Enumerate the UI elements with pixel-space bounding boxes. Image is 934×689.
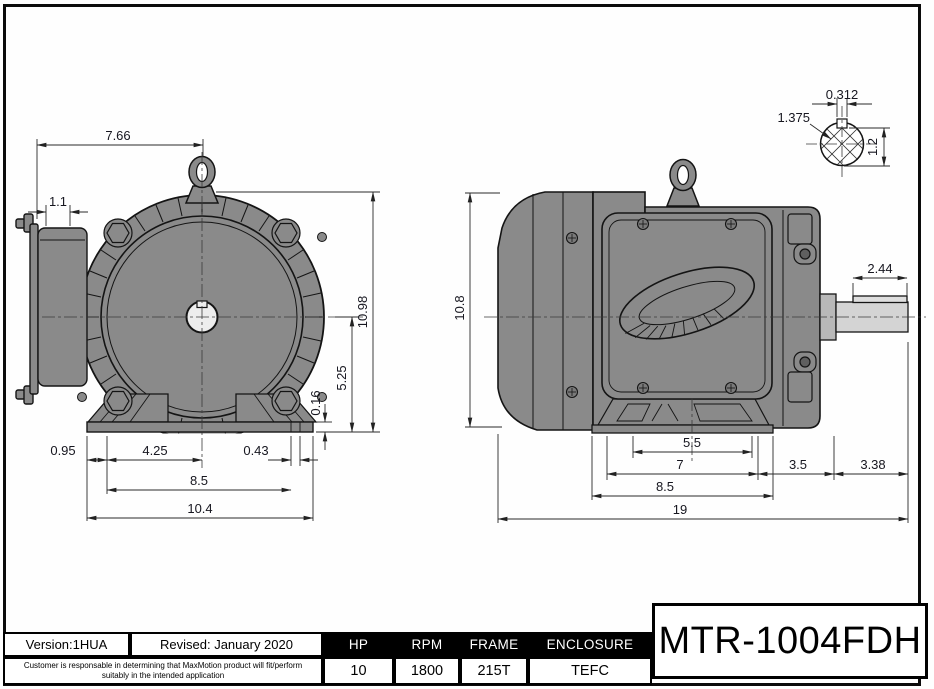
title-block: Version:1HUA Revised: January 2020 HP RP… xyxy=(3,632,652,685)
spec-value-enclosure: TEFC xyxy=(528,657,652,685)
dim-front-top-width: 7.66 xyxy=(105,128,130,143)
dim-side-body-height: 10.8 xyxy=(452,295,467,320)
dim-keyway-width: 0.312 xyxy=(826,87,859,102)
dim-mount-slot-span: 5.5 xyxy=(683,435,701,450)
fan-cover xyxy=(497,191,594,431)
dim-base-pad-thickness: 0.16 xyxy=(308,390,323,415)
dim-conduit-box-depth: 1.1 xyxy=(49,194,67,209)
dim-shaft-center-height: 5.25 xyxy=(334,365,349,390)
detail-dimensions xyxy=(809,98,890,167)
side-view xyxy=(484,158,926,462)
spec-value-rpm: 1800 xyxy=(394,657,460,685)
front-centerlines xyxy=(42,152,366,468)
dim-front-foot-span: 8.5 xyxy=(190,473,208,488)
version-cell: Version:1HUA xyxy=(3,632,130,657)
dim-front-overall-height: 10.98 xyxy=(355,296,370,329)
panel-screws xyxy=(565,217,738,399)
end-bell-clamps xyxy=(787,213,817,403)
dim-foot-to-center: 4.25 xyxy=(142,443,167,458)
detail-centerlines xyxy=(806,106,878,178)
spec-header-enclosure: ENCLOSURE xyxy=(528,632,652,657)
dim-overall-length: 19 xyxy=(673,502,687,517)
spec-header-frame: FRAME xyxy=(460,632,528,657)
spec-value-frame: 215T xyxy=(460,657,528,685)
dim-key-flat-height: 1.2 xyxy=(865,138,880,156)
spec-value-hp: 10 xyxy=(323,657,394,685)
eyebolt-side xyxy=(665,158,701,207)
side-feet xyxy=(591,398,774,434)
part-number-box: MTR-1004FDH xyxy=(652,603,928,679)
revised-cell: Revised: January 2020 xyxy=(130,632,323,657)
shaft-section-detail: 0.312 1.375 1.2 xyxy=(777,87,890,178)
spec-header-rpm: RPM xyxy=(394,632,460,657)
dim-foot-to-face: 3.5 xyxy=(789,457,807,472)
spec-header-hp: HP xyxy=(323,632,394,657)
dim-key-length: 2.44 xyxy=(867,261,892,276)
dim-pad-width: 0.43 xyxy=(243,443,268,458)
dim-side-base-length: 8.5 xyxy=(656,479,674,494)
dim-shaft-diameter: 1.375 xyxy=(777,110,810,125)
front-dimensions xyxy=(28,139,380,521)
dim-side-foot-span: 7 xyxy=(676,457,683,472)
conduit-box xyxy=(15,213,88,405)
front-view xyxy=(15,152,366,468)
side-dimensions xyxy=(465,192,909,523)
side-access-panel xyxy=(601,212,773,400)
dim-shaft-extension: 3.38 xyxy=(860,457,885,472)
face-bolts xyxy=(103,218,301,416)
dim-base-edge-offset: 0.95 xyxy=(50,443,75,458)
disclaimer-cell: Customer is responsable in determining t… xyxy=(3,657,323,685)
dim-base-width: 10.4 xyxy=(187,501,212,516)
